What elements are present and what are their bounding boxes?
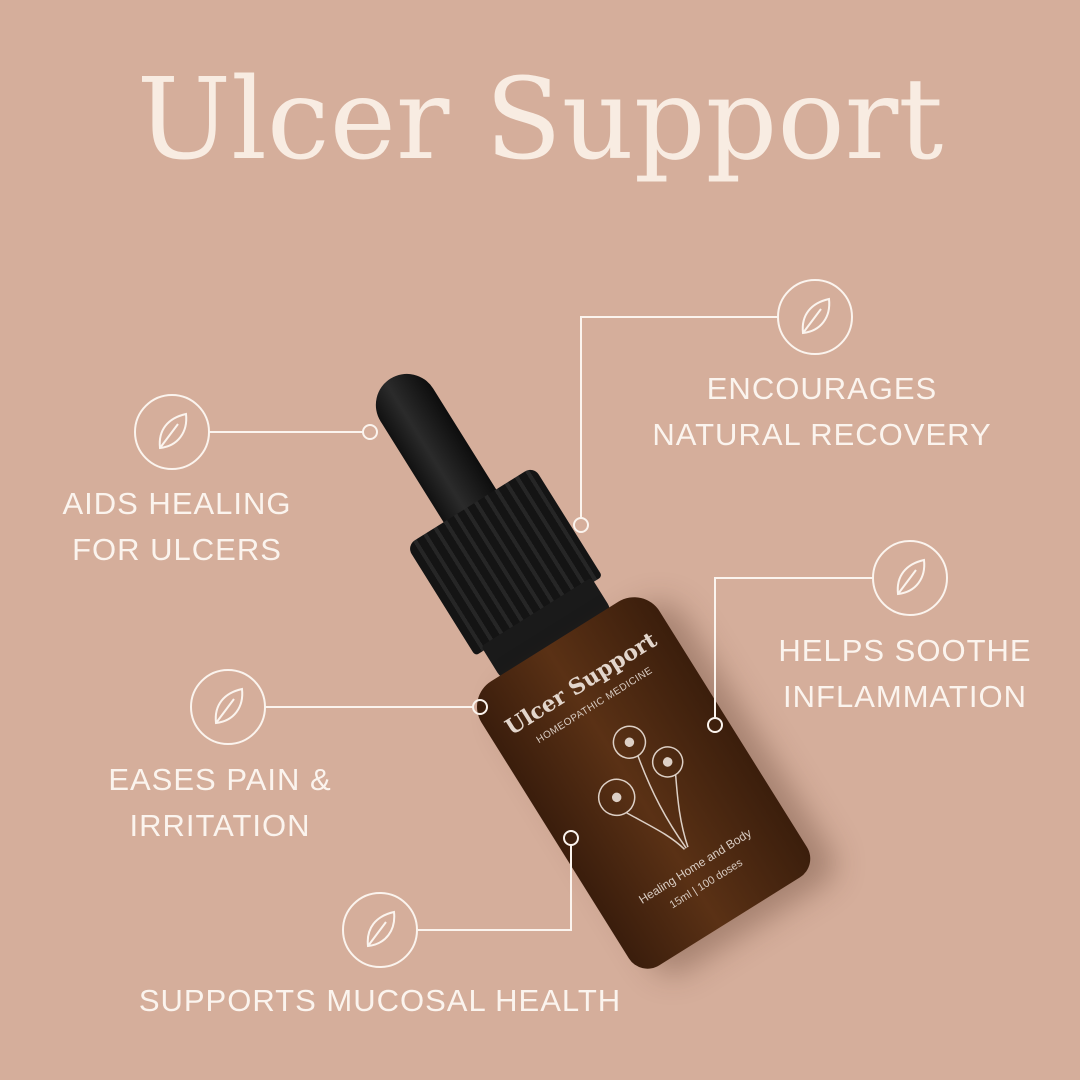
callout-2 (573, 316, 778, 533)
benefit-line: HELPS SOOTHE (778, 633, 1032, 668)
benefit-line: FOR ULCERS (72, 532, 282, 567)
benefit-mucosal-health: SUPPORTS MUCOSAL HEALTH (100, 978, 660, 1024)
leaf-icon (872, 540, 948, 616)
leaf-icon (134, 394, 210, 470)
benefit-line: AIDS HEALING (62, 486, 292, 521)
benefit-line: SUPPORTS MUCOSAL HEALTH (138, 983, 622, 1018)
leaf-icon (342, 892, 418, 968)
leaf-icon (190, 669, 266, 745)
benefit-eases-pain: EASES PAIN & IRRITATION (80, 757, 360, 849)
benefit-line: IRRITATION (129, 808, 311, 843)
benefit-soothe-inflammation: HELPS SOOTHE INFLAMMATION (755, 628, 1055, 720)
callout-1 (209, 424, 378, 440)
benefit-line: INFLAMMATION (783, 679, 1027, 714)
flower-illustration-icon (597, 725, 689, 850)
benefit-line: EASES PAIN & (108, 762, 332, 797)
benefit-aids-healing: AIDS HEALING FOR ULCERS (37, 481, 317, 573)
callout-4 (265, 699, 488, 715)
benefit-line: NATURAL RECOVERY (652, 417, 992, 452)
page-title: Ulcer Support (136, 55, 944, 185)
callout-5 (417, 830, 579, 931)
callout-3 (707, 577, 873, 733)
benefit-natural-recovery: ENCOURAGES NATURAL RECOVERY (620, 366, 1024, 458)
leaf-icon (777, 279, 853, 355)
bottle-body: Ulcer Support HOMEOPATHIC MEDICINE Heali… (465, 585, 819, 978)
product-bottle: Ulcer Support HOMEOPATHIC MEDICINE Heali… (306, 326, 819, 978)
benefit-line: ENCOURAGES (706, 371, 938, 406)
